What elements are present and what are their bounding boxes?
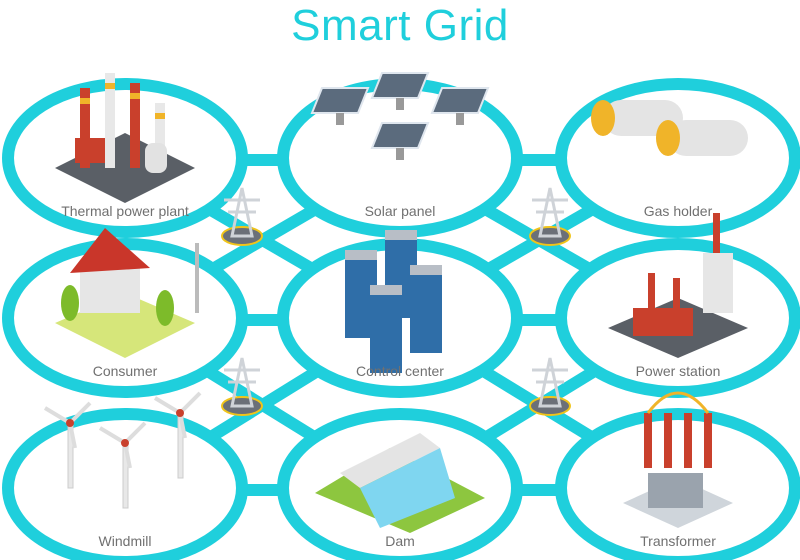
node-label: Consumer	[92, 363, 158, 379]
dam-icon	[315, 433, 485, 533]
node-label: Gas holder	[643, 203, 713, 219]
node-label: Solar panel	[364, 203, 436, 219]
house-icon	[55, 228, 199, 358]
node-label: Dam	[385, 533, 415, 549]
transmission-tower-icon	[221, 187, 263, 246]
node-label: Windmill	[98, 533, 152, 549]
gas-tank-icon	[591, 100, 748, 156]
transmission-tower-icon	[529, 357, 571, 416]
factory-icon	[55, 73, 195, 203]
power-station-icon	[608, 213, 748, 358]
node-label: Control center	[356, 363, 444, 379]
wind-turbine-icon	[43, 391, 202, 509]
node-label: Power station	[635, 363, 721, 379]
transmission-tower-icon	[529, 187, 571, 246]
node-label: Transformer	[640, 533, 716, 549]
solar-panel-icon	[310, 72, 490, 160]
server-icon	[345, 230, 442, 373]
transformer-icon	[623, 391, 733, 528]
page-title: Smart Grid	[291, 1, 509, 50]
node-label: Thermal power plant	[61, 203, 189, 219]
transmission-tower-icon	[221, 357, 263, 416]
